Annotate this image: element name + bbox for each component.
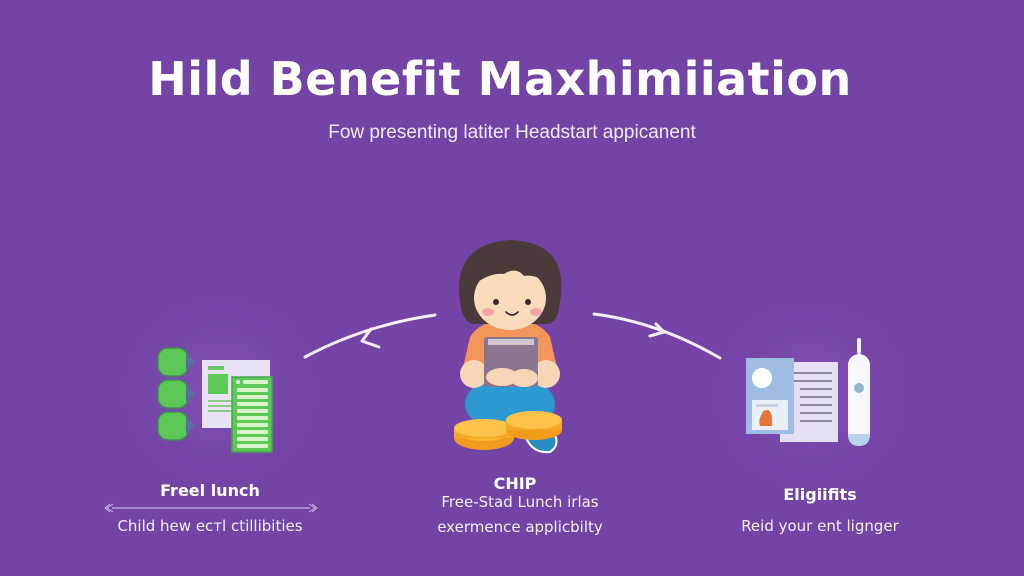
gold-coins-icon xyxy=(450,408,570,453)
checklist-documents-icon xyxy=(150,340,280,455)
center-card-description-line2: exermence applicbilty xyxy=(437,518,603,536)
arrow-left-icon xyxy=(303,313,437,359)
right-card-description: Reid your ent lignger xyxy=(741,517,899,535)
page-subtitle: Fow presenting latiter Headstart appican… xyxy=(328,122,696,143)
center-card-description-line1: Free-Stad Lunch irlas xyxy=(441,493,599,511)
right-card-title: Eligiifits xyxy=(783,485,857,504)
left-card-description: Child hew eстl ctillibities xyxy=(117,517,303,535)
page-title: Hild Benefit Maxhimiiation xyxy=(148,52,852,106)
child-with-book-illustration xyxy=(440,232,590,457)
center-card-title: CHIP xyxy=(493,474,537,493)
left-card-divider xyxy=(104,503,318,513)
arrow-right-icon xyxy=(592,312,722,360)
left-card-title: Freel lunch xyxy=(160,481,260,500)
id-card-thermometer-icon xyxy=(740,338,880,453)
